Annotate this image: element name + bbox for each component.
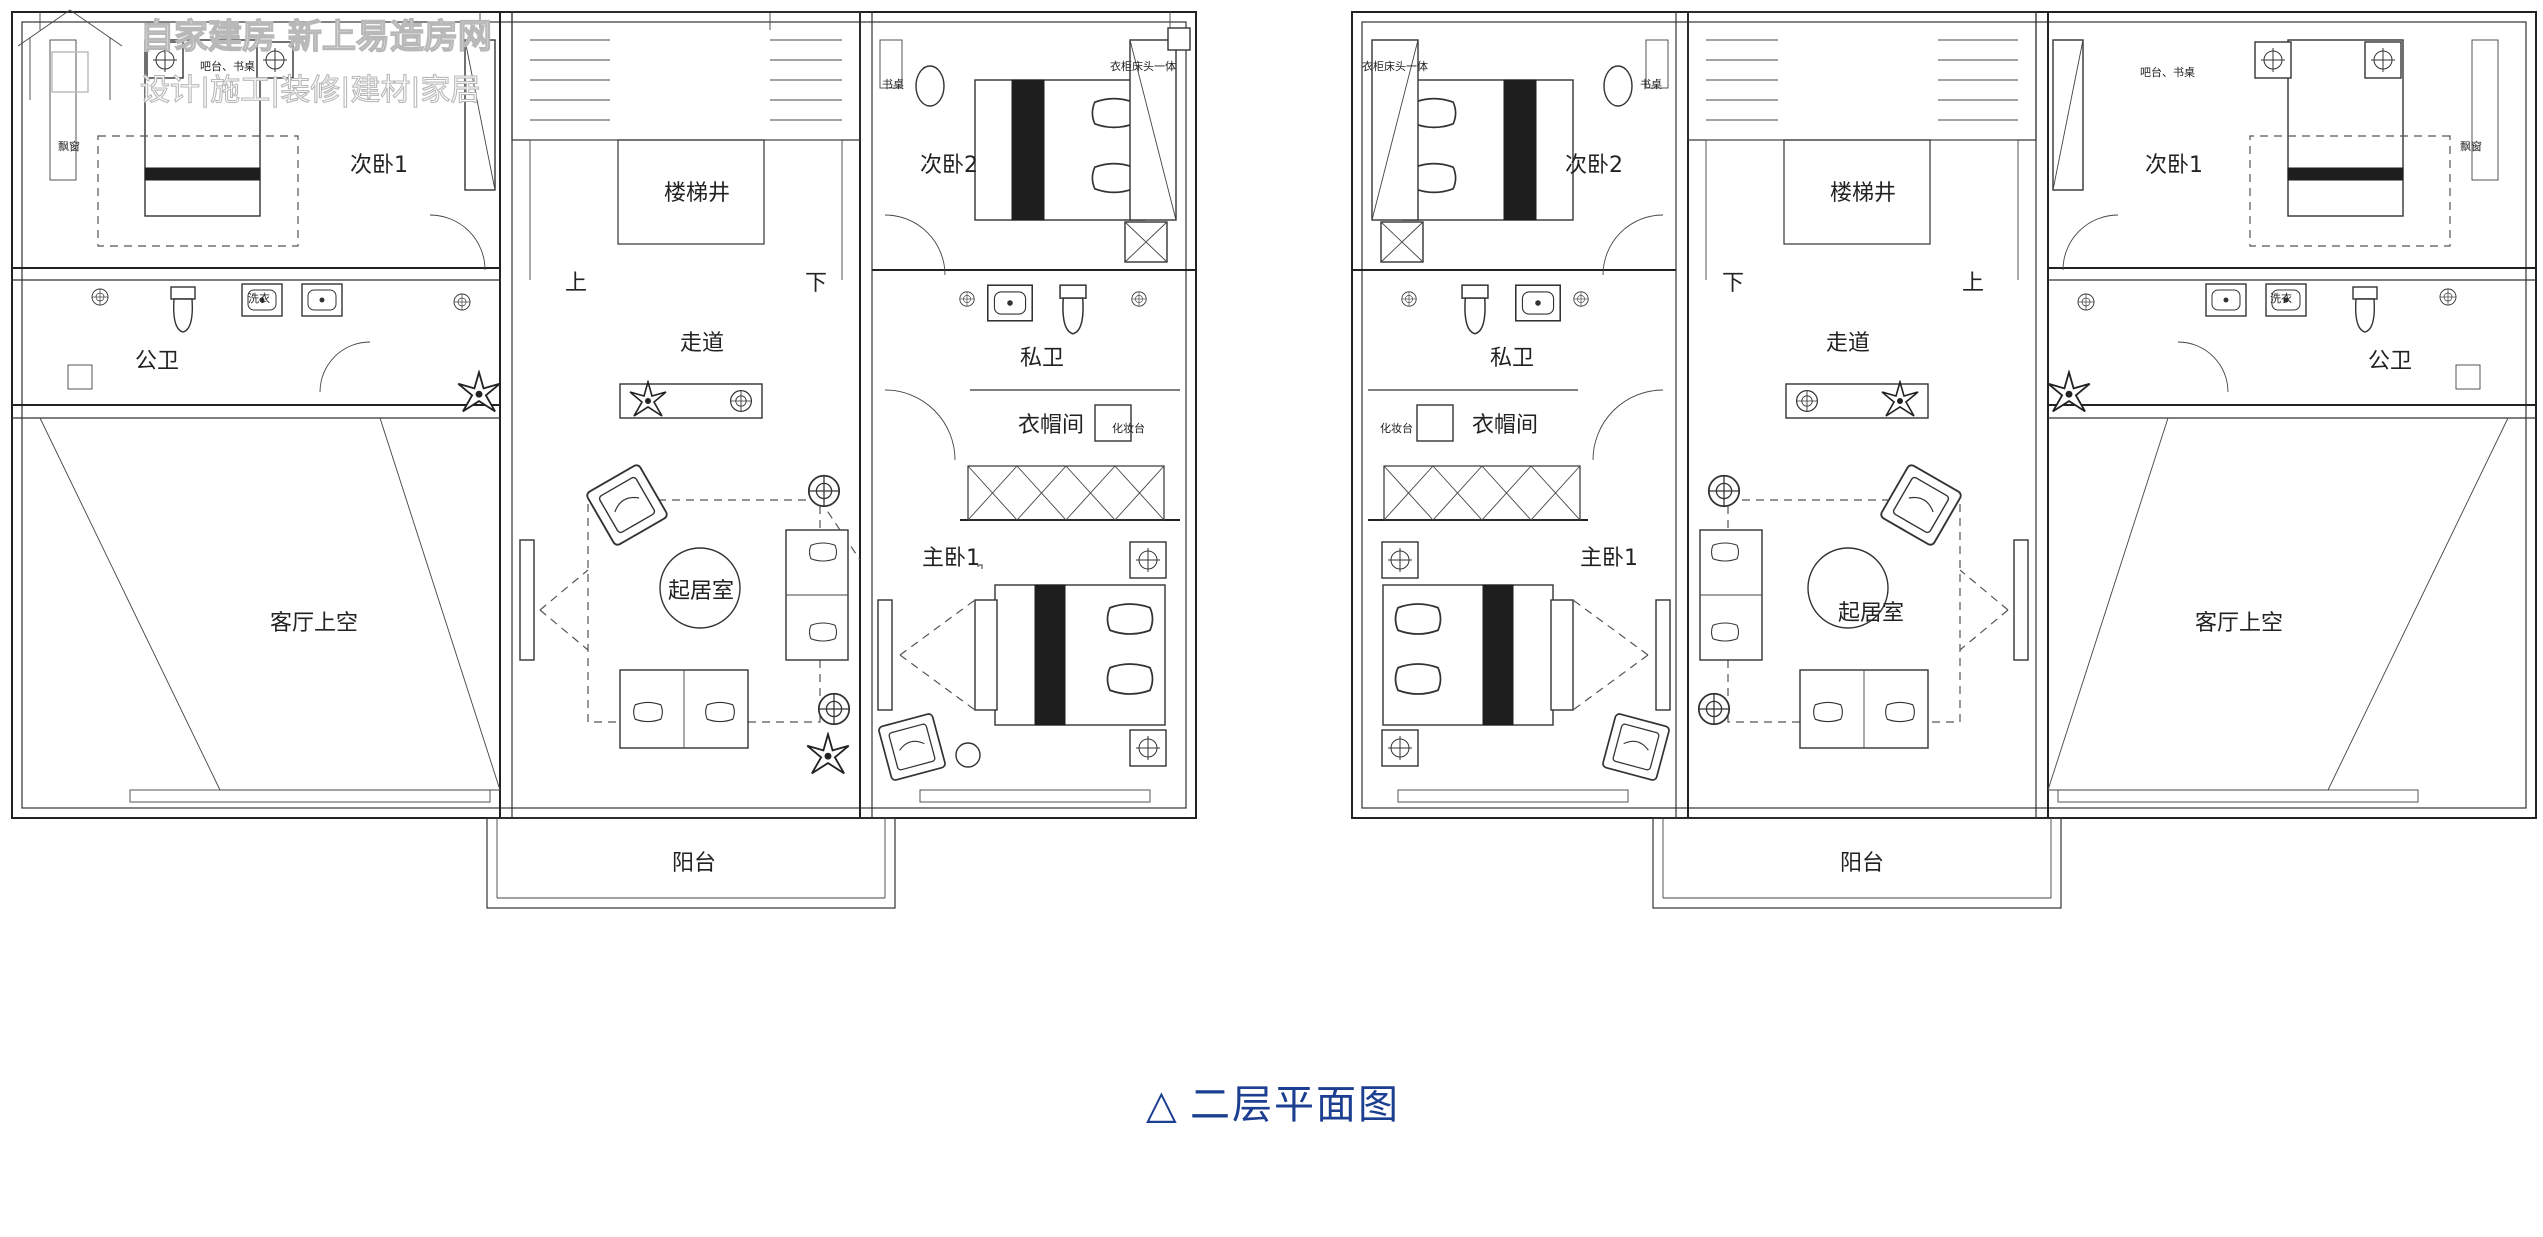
left-bedroom3-label: 次卧2: [920, 153, 978, 178]
left-corridor-label: 走道: [680, 331, 724, 356]
right-bay-window-label: 飘窗: [2460, 139, 2482, 153]
left-void-label: 客厅上空: [270, 611, 358, 636]
right-up-label: 上: [1962, 271, 1984, 296]
right-private-bath-label: 私卫: [1490, 346, 1534, 371]
house-logo-icon: [51, 51, 89, 93]
left-up-label: 上: [565, 271, 587, 296]
left-balcony-label: 阳台: [672, 851, 716, 876]
left-bedroom2-label: 次卧1: [350, 153, 408, 178]
right-corridor-label: 走道: [1826, 331, 1870, 356]
left-bay-window-label: 飘窗: [58, 139, 80, 153]
left-washer-label: 洗衣: [248, 291, 270, 305]
triangle-marker-icon: △: [1146, 1082, 1179, 1128]
caption-title: 二层平面图: [1190, 1082, 1400, 1128]
right-bedroom3-label: 次卧2: [1565, 153, 1623, 178]
right-vanity-label: 化妆台: [1380, 421, 1413, 435]
right-master-label: 主卧1: [1580, 546, 1638, 571]
left-down-label: 下: [805, 271, 827, 296]
left-master-label: 主卧1: [922, 546, 980, 571]
right-washer-label: 洗衣: [2270, 291, 2292, 305]
right-cloakroom-label: 衣帽间: [1472, 413, 1538, 438]
right-void-label: 客厅上空: [2195, 611, 2283, 636]
left-bar-desk-label: 吧台、书桌: [200, 59, 255, 73]
right-wardrobe-label: 衣柜床头一体: [1362, 59, 1428, 73]
right-bar-desk-label: 吧台、书桌: [2140, 65, 2195, 79]
left-lounge-label: 起居室: [668, 579, 734, 604]
left-private-bath-label: 私卫: [1020, 346, 1064, 371]
caption: △ 二层平面图: [1146, 1082, 1400, 1128]
right-bedroom2-label: 次卧1: [2145, 153, 2203, 178]
watermark-line2: 设计|施工|装修|建材|家居: [140, 73, 480, 108]
left-wardrobe-label: 衣柜床头一体: [1110, 59, 1176, 73]
left-desk-label: 书桌: [882, 78, 904, 91]
right-balcony-label: 阳台: [1840, 851, 1884, 876]
watermark-line1: 自家建房 新上易造房网: [140, 17, 492, 57]
right-desk-label: 书桌: [1640, 78, 1662, 91]
right-unit-plan: [1351, 11, 2537, 909]
left-unit-plan: [11, 11, 1197, 909]
right-stairwell-label: 楼梯井: [1830, 181, 1896, 206]
right-down-label: 下: [1722, 271, 1744, 296]
right-public-bath-label: 公卫: [2368, 349, 2412, 374]
left-vanity-label: 化妆台: [1112, 421, 1145, 435]
right-lounge-label: 起居室: [1838, 601, 1904, 626]
left-unit-labels: 次卧1 吧台、书桌 飘窗 公卫 洗衣 楼梯井 上 下 走道 起居室 客厅上空 阳…: [58, 59, 1176, 876]
right-unit-labels: 次卧1 吧台、书桌 飘窗 公卫 洗衣 楼梯井 上 下 走道 起居室 客厅上空 阳…: [1362, 59, 2482, 876]
left-cloakroom-label: 衣帽间: [1018, 413, 1084, 438]
left-public-bath-label: 公卫: [135, 349, 179, 374]
left-stairwell-label: 楼梯井: [664, 181, 730, 206]
watermark: 自家建房 新上易造房网 设计|施工|装修|建材|家居: [17, 9, 492, 109]
